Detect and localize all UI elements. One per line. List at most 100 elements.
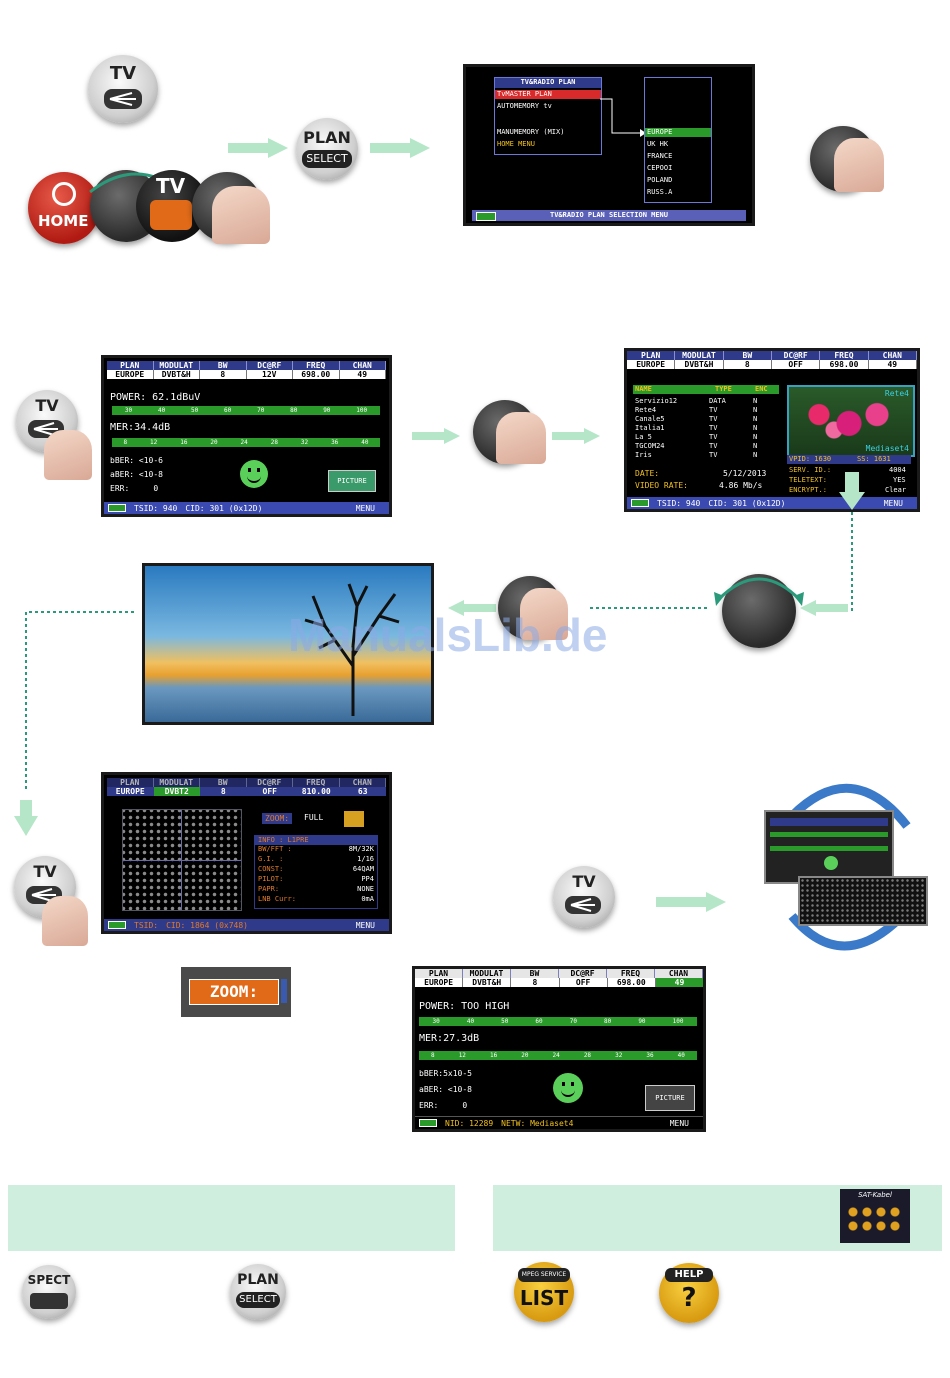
region-item-europe[interactable]: EUROPE bbox=[645, 128, 711, 137]
help-button[interactable]: HELP ? bbox=[659, 1263, 719, 1323]
aber-reading: aBER: <10-8 bbox=[110, 470, 163, 479]
vpid-row: VPID: 1630 SS: 1631 bbox=[787, 455, 911, 464]
status-netw: NETW: Mediaset4 bbox=[501, 1118, 574, 1128]
region-item-cepooi[interactable]: CEPOOI bbox=[647, 164, 673, 172]
val-bw: 8 bbox=[723, 360, 772, 369]
finger-icon bbox=[834, 138, 884, 192]
info-value: 0mA bbox=[361, 895, 374, 903]
zoom-label[interactable]: ZOOM: bbox=[262, 813, 293, 824]
power-tick: 70 bbox=[569, 1018, 577, 1025]
tv-label: TV bbox=[109, 63, 137, 84]
home-button[interactable]: HOME bbox=[28, 172, 100, 244]
plan-select-button[interactable]: PLAN SELECT bbox=[296, 118, 358, 180]
power-tick: 30 bbox=[124, 407, 133, 414]
region-item-france[interactable]: FRANCE bbox=[647, 152, 673, 160]
teletext-label: TELETEXT: bbox=[789, 476, 827, 484]
preview-frame: Rete4 Mediaset4 bbox=[787, 385, 915, 457]
region-item-poland[interactable]: POLAND bbox=[647, 176, 673, 184]
val-chan: 49 bbox=[339, 370, 386, 379]
preview-channel-bottom: Mediaset4 bbox=[865, 444, 909, 453]
info-key: PILOT: bbox=[258, 875, 284, 883]
spect-button[interactable]: SPECT bbox=[22, 1265, 76, 1319]
tv-orange-button[interactable]: TV bbox=[136, 170, 208, 242]
mer-tick: 36 bbox=[646, 1052, 654, 1059]
power-tick: 60 bbox=[535, 1018, 543, 1025]
status-cid: CID: 301 (0x12D) bbox=[708, 498, 786, 508]
plan-select-button[interactable]: PLAN SELECT bbox=[230, 1264, 286, 1320]
power-tick: 40 bbox=[157, 407, 166, 414]
service-type: TV bbox=[709, 442, 718, 450]
status-menu[interactable]: MENU bbox=[355, 503, 375, 513]
list-label: LIST bbox=[519, 1286, 569, 1310]
status-tsid: TSID: 940 bbox=[134, 503, 178, 513]
info-row: CONST:64QAM bbox=[255, 865, 377, 875]
plan-menu-item-tvmaster[interactable]: TvMASTER PLAN bbox=[495, 90, 601, 99]
satkabel-icons bbox=[846, 1205, 904, 1235]
region-item-russia[interactable]: RUSS.A bbox=[647, 188, 673, 196]
info-row: PILOT:PP4 bbox=[255, 875, 377, 885]
info-title: INFO : L1PRE bbox=[255, 836, 377, 845]
tv-button[interactable]: TV bbox=[553, 866, 615, 928]
dotted-flow-icon bbox=[830, 472, 865, 611]
picture-button[interactable]: PICTURE bbox=[328, 470, 376, 492]
battery-icon bbox=[631, 499, 649, 507]
tv-button[interactable]: TV bbox=[88, 55, 158, 123]
plan-menu-status: TV&RADIO PLAN SELECTION MENU bbox=[472, 210, 746, 221]
power-tick: 80 bbox=[290, 407, 298, 414]
service-name: Rete4 bbox=[635, 406, 657, 414]
mer-tick: 16 bbox=[489, 1052, 498, 1059]
service-name: TGCOM24 bbox=[635, 442, 665, 450]
finger-icon bbox=[44, 430, 92, 480]
select-label: SELECT bbox=[236, 1292, 280, 1308]
val-modulat: DVBT&H bbox=[153, 370, 200, 379]
status-tsid: TSID: bbox=[134, 920, 159, 930]
service-list-header: NAME TYPE ENC bbox=[633, 385, 779, 394]
col-modulat: MODULAT bbox=[153, 361, 200, 370]
status-menu[interactable]: MENU bbox=[883, 498, 903, 508]
info-key: PAPR: bbox=[258, 885, 280, 893]
info-value: 8M/32K bbox=[348, 845, 374, 853]
plan-menu-item-home[interactable]: HOME MENU bbox=[497, 140, 535, 148]
service-name: La 5 bbox=[635, 433, 652, 441]
mpeg-list-button[interactable]: MPEG SERVICE LIST bbox=[514, 1262, 574, 1322]
col-plan: PLAN bbox=[415, 969, 463, 978]
plan-menu-item-manumemory[interactable]: MANUMEMORY (MIX) bbox=[497, 128, 565, 136]
aber-reading: aBER: <10-8 bbox=[419, 1085, 472, 1094]
mer-tick: 12 bbox=[150, 439, 158, 446]
status-menu[interactable]: MENU bbox=[669, 1118, 689, 1128]
power-tick: 50 bbox=[501, 1018, 509, 1025]
status-bar: NID: 12289 NETW: Mediaset4 MENU bbox=[415, 1116, 703, 1129]
col-chan: CHAN bbox=[339, 778, 386, 787]
picture-button[interactable]: PICTURE bbox=[645, 1085, 695, 1111]
plan-label: PLAN bbox=[303, 128, 351, 147]
tv-arrow-icon bbox=[565, 896, 601, 914]
col-dcrf: DC@RF bbox=[246, 778, 293, 787]
date-value: 5/12/2013 bbox=[723, 469, 767, 478]
spect-label: SPECT bbox=[27, 1273, 71, 1287]
plan-menu-item-automemory[interactable]: AUTOMEMORY tv bbox=[497, 102, 552, 110]
status-menu[interactable]: MENU bbox=[355, 920, 375, 930]
service-name: Iris bbox=[635, 451, 652, 459]
constellation-plot bbox=[122, 809, 242, 911]
mer-reading: MER:34.4dB bbox=[110, 422, 171, 433]
region-item-uk[interactable]: UK HK bbox=[647, 140, 669, 148]
question-icon: ? bbox=[681, 1283, 697, 1313]
battery-icon bbox=[419, 1119, 437, 1127]
zoom-key[interactable]: ZOOM: bbox=[181, 967, 291, 1017]
plan-menu-title: TV&RADIO PLAN bbox=[495, 78, 601, 88]
mpeg-label: MPEG SERVICE bbox=[518, 1268, 570, 1282]
service-enc: N bbox=[753, 397, 758, 405]
col-bw: BW bbox=[200, 778, 247, 787]
